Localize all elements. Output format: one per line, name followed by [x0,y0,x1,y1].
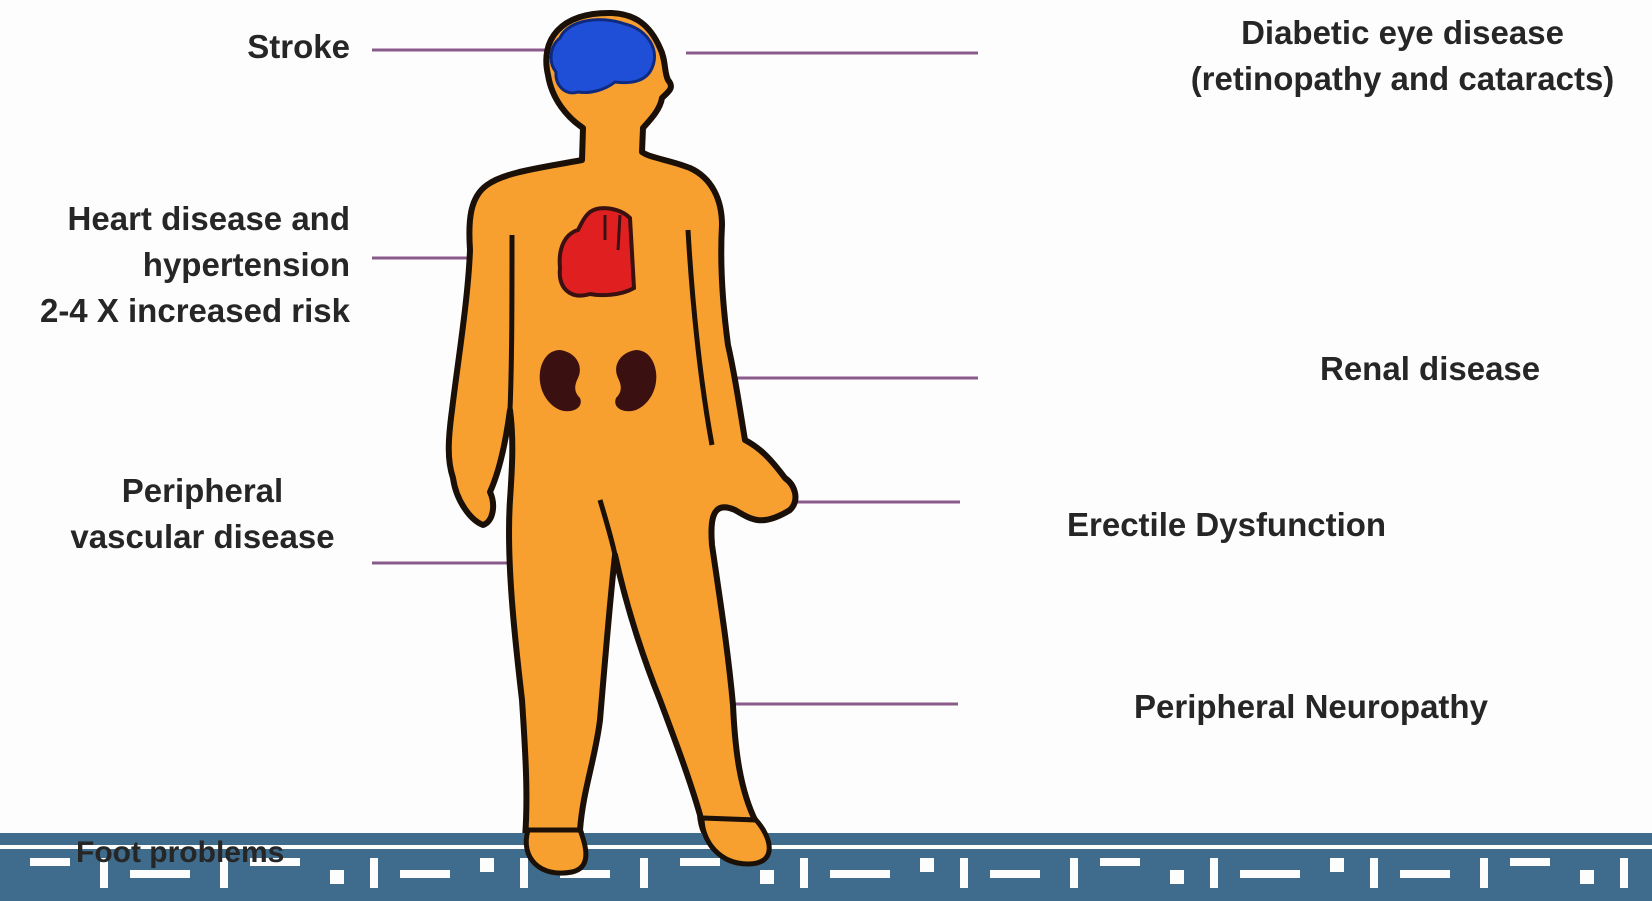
label-pvd-line2: vascular disease [50,514,355,560]
human-figure [449,13,796,871]
left-arm-seam [510,235,512,410]
label-eye-line1: Diabetic eye disease [1160,10,1645,56]
label-heart-line2: hypertension [0,242,350,288]
label-renal-disease: Renal disease [1320,346,1540,392]
left-foot-icon [526,830,586,873]
label-eye-line2: (retinopathy and cataracts) [1160,56,1645,102]
label-pvd-line1: Peripheral [50,468,355,514]
label-peripheral-neuropathy: Peripheral Neuropathy [1134,684,1488,730]
body-silhouette-icon [449,13,796,871]
label-stroke: Stroke [180,24,350,70]
label-pvd: Peripheral vascular disease [50,468,355,560]
label-heart-line1: Heart disease and [0,196,350,242]
label-eye-disease: Diabetic eye disease (retinopathy and ca… [1160,10,1645,102]
label-foot-problems: Foot problems [76,830,284,876]
label-heart-line3: 2-4 X increased risk [0,288,350,334]
brain-icon [551,20,654,93]
label-erectile-dysfunction: Erectile Dysfunction [1067,502,1386,548]
label-heart-disease: Heart disease and hypertension 2-4 X inc… [0,196,350,334]
